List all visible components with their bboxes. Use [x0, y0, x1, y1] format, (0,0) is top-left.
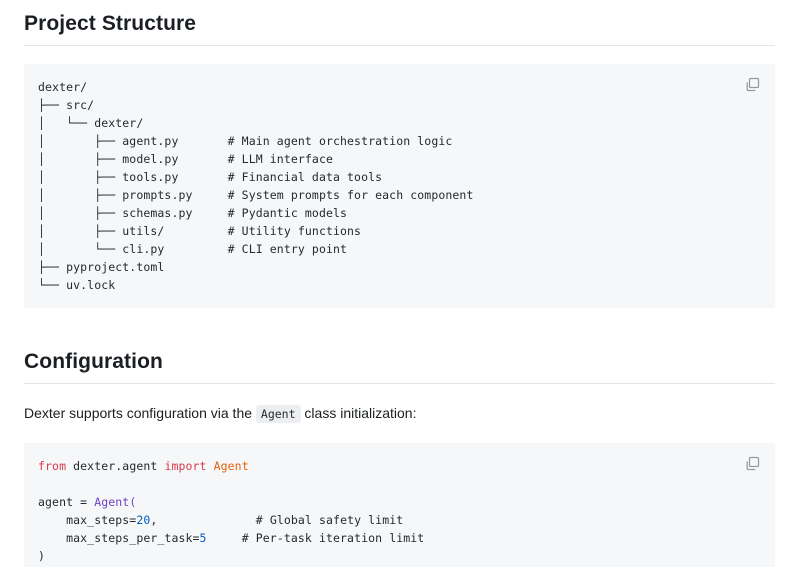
configuration-description: Dexter supports configuration via the Ag…	[24, 402, 776, 425]
code-token: Agent(	[94, 495, 137, 509]
copy-icon[interactable]	[743, 454, 763, 474]
code-token: )	[38, 549, 46, 563]
code-token: Agent	[213, 459, 249, 473]
code-block-project-structure: dexter/ ├── src/ │ └── dexter/ │ ├── age…	[24, 64, 775, 308]
page-title: Project Structure	[24, 12, 197, 35]
code-token: ,	[150, 513, 158, 527]
heading-divider	[24, 383, 775, 384]
heading-divider	[24, 45, 775, 46]
code-token: from	[38, 459, 74, 473]
description-text-after: class initialization:	[304, 405, 417, 421]
code-token	[157, 513, 255, 527]
python-snippet: from dexter.agent import Agent agent = A…	[38, 457, 759, 565]
copy-icon[interactable]	[743, 75, 763, 95]
code-token: 5	[199, 531, 207, 545]
code-token: max_steps=	[38, 513, 137, 527]
code-token: import	[164, 459, 214, 473]
section-project-structure: Project Structure	[24, 0, 776, 46]
code-token: 20	[136, 513, 151, 527]
code-token: # Per-task iteration limit	[241, 531, 425, 545]
code-block-configuration: from dexter.agent import Agent agent = A…	[24, 443, 775, 567]
code-token: agent =	[38, 495, 95, 509]
section-configuration: Configuration	[24, 338, 776, 384]
code-token: max_steps_per_task=	[38, 531, 200, 545]
code-token: # Global safety limit	[255, 513, 404, 527]
inline-code-agent: Agent	[255, 405, 301, 423]
description-text-before: Dexter supports configuration via the	[24, 405, 253, 421]
code-token: dexter.agent	[73, 459, 165, 473]
project-tree: dexter/ ├── src/ │ └── dexter/ │ ├── age…	[38, 80, 474, 292]
section-title-configuration: Configuration	[24, 350, 163, 373]
code-token	[207, 531, 242, 545]
